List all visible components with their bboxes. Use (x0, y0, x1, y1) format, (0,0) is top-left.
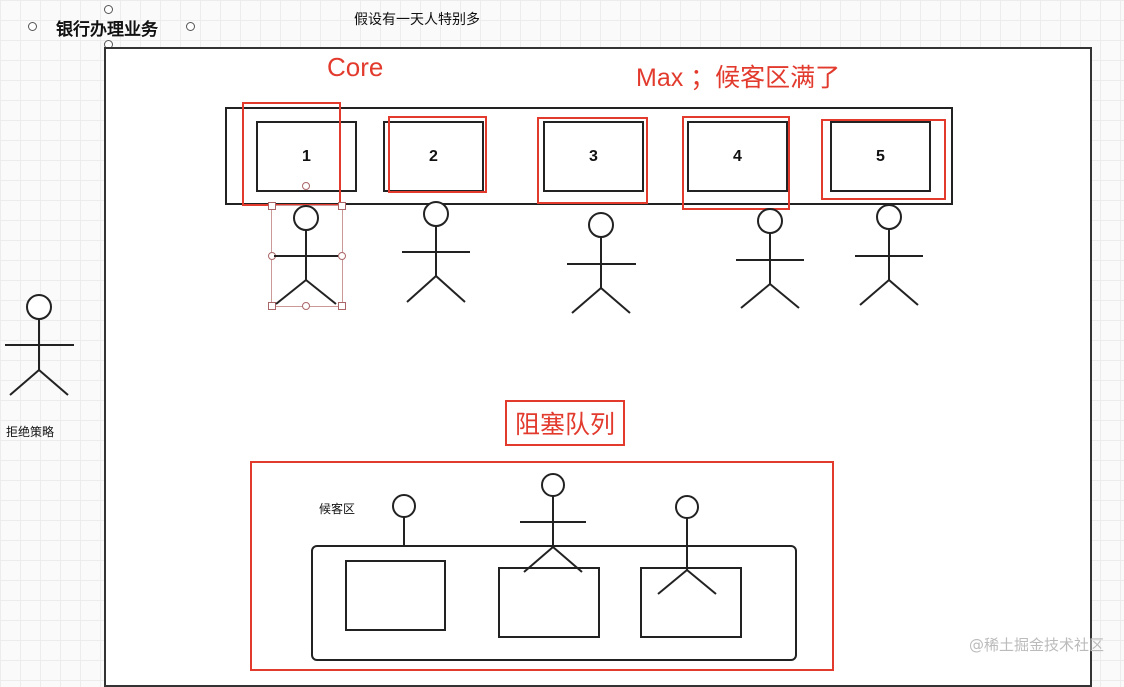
blocking-queue-label: 阻塞队列 (505, 400, 625, 446)
resize-handle[interactable] (338, 202, 346, 210)
resize-handle[interactable] (338, 302, 346, 310)
waiting-seat-1[interactable] (345, 560, 446, 631)
waiting-customer-figure-2[interactable] (520, 473, 586, 573)
window-highlight-3 (537, 117, 648, 204)
rotate-handle[interactable] (302, 182, 310, 190)
customer-figure-2[interactable] (402, 201, 470, 303)
resize-handle[interactable] (268, 302, 276, 310)
watermark-text: @稀土掘金技术社区 (968, 636, 1104, 654)
title-handle-dot (186, 22, 195, 31)
waiting-area-highlight (250, 461, 834, 671)
assumption-text: 假设有一天人特别多 (354, 12, 480, 28)
window-number: 2 (429, 147, 438, 165)
reject-policy-label: 拒绝策略 (6, 425, 55, 439)
service-window-4[interactable]: 4 (687, 121, 788, 192)
window-highlight-4 (682, 116, 790, 210)
waiting-figures-layer (392, 473, 717, 595)
window-number: 3 (589, 147, 598, 165)
title-handle-dot (104, 5, 113, 14)
customer-figure-4[interactable] (736, 208, 804, 309)
waiting-customer-figure-1[interactable] (392, 494, 416, 545)
waiting-seat-3[interactable] (640, 567, 742, 638)
service-window-3[interactable]: 3 (543, 121, 644, 192)
waiting-customer-figure-3[interactable] (657, 495, 717, 595)
service-window-5[interactable]: 5 (830, 121, 931, 192)
max-label: Max ；候客区满了 (636, 64, 841, 92)
window-highlight-5 (821, 119, 946, 200)
waiting-seat-2[interactable] (498, 567, 600, 638)
stick-figures-layer (5, 201, 923, 396)
rejected-customer-figure[interactable] (5, 294, 74, 396)
window-number: 5 (876, 147, 885, 165)
window-number: 4 (733, 147, 742, 165)
window-number: 1 (302, 147, 311, 165)
customer-figure-5[interactable] (855, 204, 923, 306)
page-title: 银行办理业务 (56, 20, 158, 40)
resize-handle[interactable] (302, 302, 310, 310)
customer-figure-1[interactable] (274, 205, 338, 305)
title-bullet-dot (28, 22, 37, 31)
customer-figure-3[interactable] (567, 212, 636, 314)
core-label: Core (327, 52, 384, 82)
resize-handle[interactable] (338, 252, 346, 260)
service-window-2[interactable]: 2 (383, 121, 484, 192)
waiting-area-label: 候客区 (319, 502, 356, 516)
resize-handle[interactable] (268, 202, 276, 210)
window-highlight-2 (388, 116, 487, 193)
